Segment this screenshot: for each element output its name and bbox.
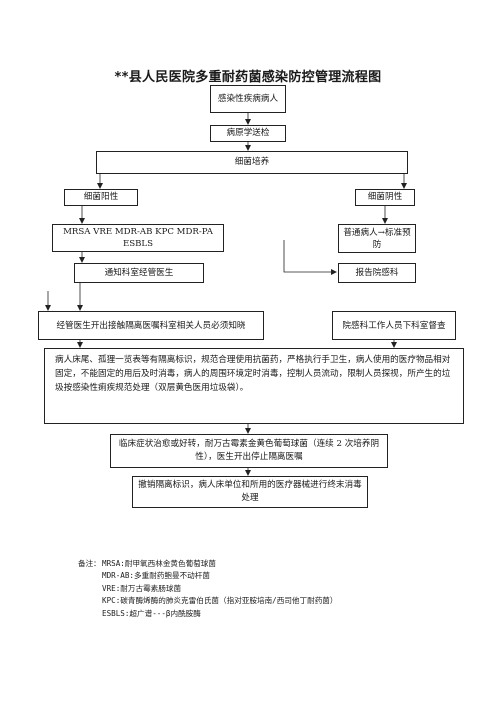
- box-infected-patient: 感染性疾病病人: [210, 85, 286, 113]
- box-notify-doctor-label: 通知科室经管医生: [104, 267, 174, 278]
- box-terminal-disinfection-label: 撤销隔离标识，病人床单位和所用的医疗器械进行终末消毒处理: [138, 480, 362, 503]
- box-negative-label: 细菌阴性: [367, 192, 403, 202]
- box-doctor-isolation-label: 经管医生开出接触隔离医嘱科室相关人员必须知晓: [56, 320, 246, 331]
- box-standard-precaution-label: 普通病人→标准预防: [343, 227, 411, 250]
- box-negative: 细菌阴性: [355, 189, 415, 206]
- box-organisms: MRSA VRE MDR-AB KPC MDR-PA ESBLS: [52, 224, 224, 252]
- box-terminal-disinfection: 撤销隔离标识，病人床单位和所用的医疗器械进行终末消毒处理: [132, 476, 368, 508]
- box-clinical-recovery: 临床症状治愈或好转，耐万古霉素金黄色葡萄球菌（连续 2 次培养阴性），医生开出停…: [110, 434, 388, 468]
- box-culture: 细菌培养: [96, 151, 408, 174]
- box-culture-label: 细菌培养: [234, 157, 270, 167]
- note-item: KPC:碳青酶烯酶的肺炎克雷伯氏菌（指对亚胺培南/西司他丁耐药菌）: [102, 596, 338, 606]
- notes-block: 备注：MRSA:耐甲氧西林金黄色葡萄球菌 MDR-AB:多重耐药鲍曼不动杆菌 V…: [78, 558, 337, 620]
- box-infected-patient-label: 感染性疾病病人: [217, 94, 279, 104]
- note-item: VRE:耐万古霉素肠球菌: [102, 583, 182, 593]
- note-item: MDR-AB:多重耐药鲍曼不动杆菌: [102, 571, 210, 581]
- box-measures-label: 病人床尾、孤狸一览表等有隔离标识，规范合理使用抗菌药，严格执行手卫生，病人使用的…: [55, 355, 451, 393]
- notes-label: 备注：: [78, 559, 101, 568]
- box-pathogen-test: 病原学送检: [210, 125, 286, 142]
- page-title: **县人民医院多重耐药菌感染防控管理流程图: [114, 70, 382, 85]
- box-positive: 细菌阳性: [64, 189, 138, 206]
- box-measures: 病人床尾、孤狸一览表等有隔离标识，规范合理使用抗菌药，严格执行手卫生，病人使用的…: [44, 348, 464, 424]
- box-pathogen-test-label: 病原学送检: [226, 128, 270, 138]
- box-organisms-label: MRSA VRE MDR-AB KPC MDR-PA ESBLS: [63, 227, 213, 249]
- note-item: ESBLS:超广谱---β内酰胺酶: [102, 608, 201, 618]
- box-positive-label: 细菌阳性: [83, 192, 119, 202]
- box-infection-staff-label: 院感科工作人员下科室督查: [342, 320, 446, 331]
- box-report-infection-label: 报告院感科: [355, 267, 399, 278]
- arrow-organisms-to-report: [283, 240, 337, 275]
- note-item: MRSA:耐甲氧西林金黄色葡萄球菌: [102, 559, 216, 568]
- box-notify-doctor: 通知科室经管医生: [74, 263, 204, 283]
- box-standard-precaution: 普通病人→标准预防: [338, 224, 416, 253]
- box-doctor-isolation: 经管医生开出接触隔离医嘱科室相关人员必须知晓: [38, 311, 264, 340]
- box-report-infection: 报告院感科: [338, 263, 416, 283]
- box-infection-staff: 院感科工作人员下科室督查: [332, 311, 456, 340]
- box-clinical-recovery-label: 临床症状治愈或好转，耐万古霉素金黄色葡萄球菌（连续 2 次培养阴性），医生开出停…: [118, 439, 380, 462]
